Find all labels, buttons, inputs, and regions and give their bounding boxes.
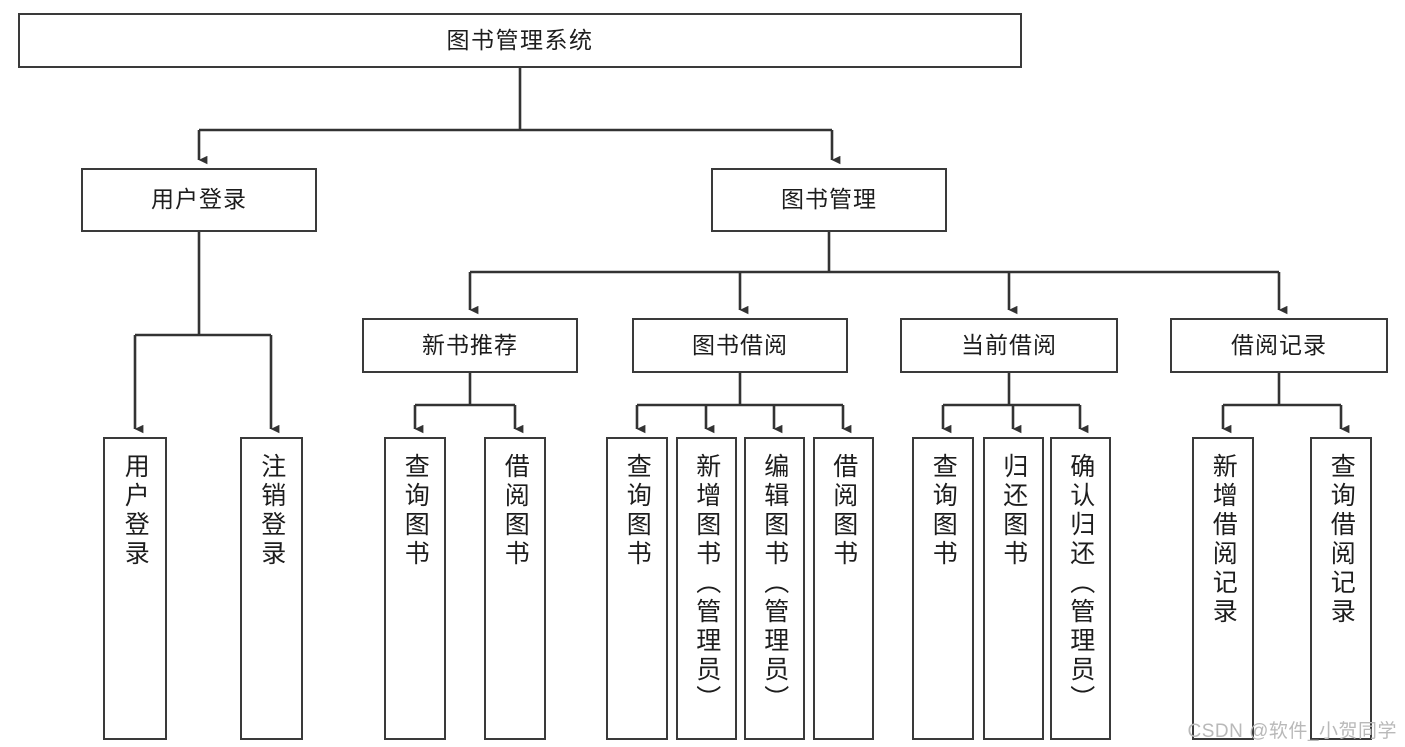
node-label: 借阅图书 — [501, 453, 530, 569]
leaf-current-borrow-return[interactable]: 归还图书 — [983, 437, 1044, 740]
node-borrow-record[interactable]: 借阅记录 — [1170, 318, 1388, 373]
node-book-borrow[interactable]: 图书借阅 — [632, 318, 848, 373]
leaf-current-borrow-query[interactable]: 查询图书 — [912, 437, 974, 740]
node-label: 用户登录 — [121, 453, 150, 569]
leaf-borrow-record-query[interactable]: 查询借阅记录 — [1310, 437, 1372, 740]
leaf-book-borrow-borrow[interactable]: 借阅图书 — [813, 437, 874, 740]
node-label: 查询图书 — [401, 453, 430, 569]
node-label: 用户登录 — [151, 186, 247, 213]
node-label: 查询图书 — [929, 453, 958, 569]
node-label: 新增借阅记录 — [1209, 453, 1238, 627]
leaf-book-borrow-query[interactable]: 查询图书 — [606, 437, 668, 740]
leaf-new-book-query[interactable]: 查询图书 — [384, 437, 446, 740]
csdn-watermark: CSDN @软件_小贺同学 — [1187, 721, 1397, 742]
node-label: 图书管理 — [781, 186, 877, 213]
leaf-user-login-signin[interactable]: 用户登录 — [103, 437, 167, 740]
leaf-book-borrow-add[interactable]: 新增图书（管理员） — [676, 437, 737, 740]
node-label: 图书借阅 — [692, 331, 788, 358]
node-user-login[interactable]: 用户登录 — [81, 168, 317, 232]
node-label: 当前借阅 — [961, 331, 1057, 358]
node-book-management[interactable]: 图书管理 — [711, 168, 947, 232]
leaf-current-borrow-confirm-return[interactable]: 确认归还（管理员） — [1050, 437, 1111, 740]
node-root-library-management-system[interactable]: 图书管理系统 — [18, 13, 1022, 68]
node-new-book-recommend[interactable]: 新书推荐 — [362, 318, 578, 373]
node-label: 新增图书（管理员） — [692, 453, 721, 714]
node-label: 查询图书 — [623, 453, 652, 569]
node-label: 图书管理系统 — [446, 26, 594, 53]
leaf-book-borrow-edit[interactable]: 编辑图书（管理员） — [744, 437, 805, 740]
leaf-user-login-signout[interactable]: 注销登录 — [240, 437, 303, 740]
node-label: 借阅图书 — [829, 453, 858, 569]
node-label: 注销登录 — [257, 453, 286, 569]
node-label: 借阅记录 — [1231, 331, 1327, 358]
node-label: 新书推荐 — [422, 331, 518, 358]
leaf-borrow-record-add[interactable]: 新增借阅记录 — [1192, 437, 1254, 740]
node-current-borrow[interactable]: 当前借阅 — [900, 318, 1118, 373]
node-label: 归还图书 — [999, 453, 1028, 569]
node-label: 编辑图书（管理员） — [760, 453, 789, 714]
node-label: 查询借阅记录 — [1327, 453, 1356, 627]
node-label: 确认归还（管理员） — [1066, 453, 1095, 714]
leaf-new-book-borrow[interactable]: 借阅图书 — [484, 437, 546, 740]
